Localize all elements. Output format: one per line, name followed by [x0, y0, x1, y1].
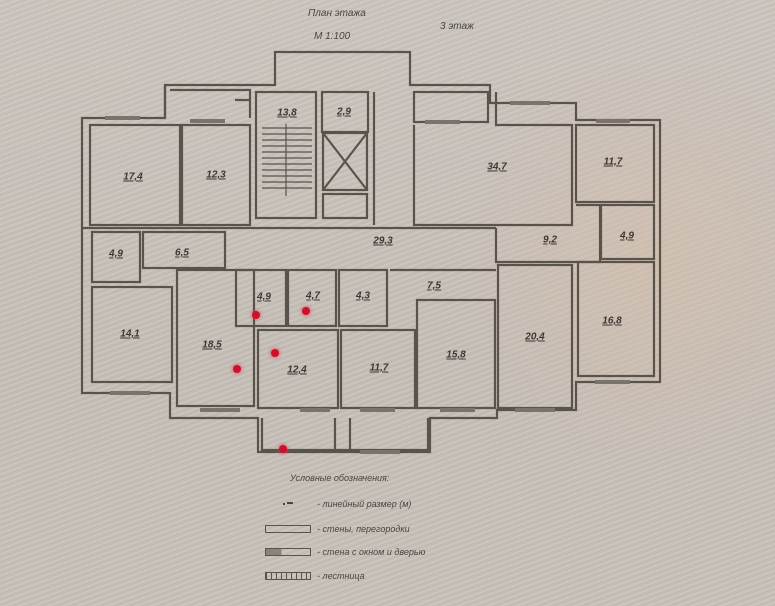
legend-item-wall: - стены, перегородки	[265, 523, 410, 535]
legend-item-window-door: - стена с окном и дверью	[265, 546, 425, 558]
red-dot-marker	[279, 445, 287, 453]
red-dot-marker	[271, 349, 279, 357]
room-area-label: 34,7	[487, 161, 507, 173]
room-area-label: 4,9	[109, 248, 123, 260]
room-area-label: 17,4	[123, 171, 143, 183]
floor-label: 3 этаж	[440, 21, 474, 32]
room-area-label: 2,9	[337, 106, 351, 118]
room-area-label: 20,4	[525, 331, 545, 343]
room-area-label: 15,8	[446, 349, 466, 361]
room-area-label: 4,9	[620, 230, 634, 242]
red-dot-marker	[233, 365, 241, 373]
dimension-mark-icon	[265, 500, 311, 508]
legend-item-dimension: - линейный размер (м)	[265, 498, 411, 510]
red-dot-marker	[302, 307, 310, 315]
legend-title: Условные обозначения:	[290, 473, 390, 483]
room-area-label: 4,3	[356, 290, 370, 302]
room-area-label: 13,8	[277, 107, 297, 119]
room-area-label: 16,8	[602, 315, 622, 327]
plan-title: План этажа	[308, 8, 366, 19]
wall-icon	[265, 525, 311, 533]
plan-scale: М 1:100	[314, 31, 351, 42]
room-area-label: 11,7	[603, 156, 623, 168]
room-area-label: 6,5	[175, 247, 189, 259]
wall-window-door-icon	[265, 548, 311, 556]
legend-item-staircase: - лестница	[265, 570, 365, 582]
room-area-label: 4,9	[257, 291, 271, 303]
room-area-label: 9,2	[543, 234, 557, 246]
room-area-label: 14,1	[120, 328, 140, 340]
room-area-label: 12,4	[287, 364, 307, 376]
room-area-label: 12,3	[206, 169, 226, 181]
room-area-label: 18,5	[202, 339, 222, 351]
outer-wall	[80, 50, 662, 454]
room-area-label: 11,7	[369, 362, 389, 374]
room-area-label: 29,3	[373, 235, 393, 247]
room-area-label: 4,7	[306, 290, 320, 302]
staircase-icon	[265, 572, 311, 580]
red-dot-marker	[252, 311, 260, 319]
room-area-label: 7,5	[427, 280, 441, 292]
